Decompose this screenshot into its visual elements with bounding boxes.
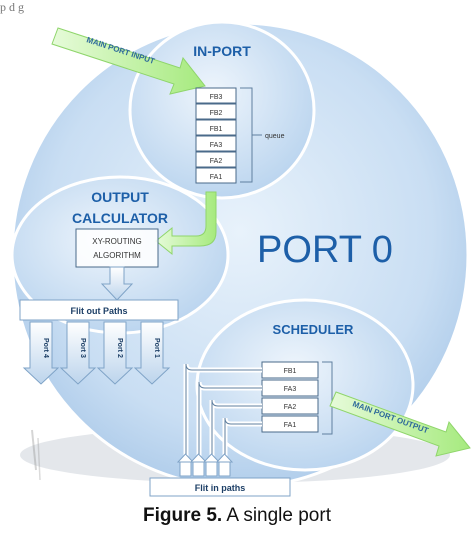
flit-out-port-arrow: Port 1 (133, 321, 171, 385)
flit-out-port-arrow: Port 4 (22, 321, 60, 385)
queue-cell (195, 151, 237, 168)
scheduler-path-line (198, 381, 262, 462)
flit-in-port-arrow (189, 453, 208, 477)
output-calculator-title-1: OUTPUT (91, 189, 149, 205)
flit-out-port-label: Port 1 (153, 338, 160, 358)
queue-cell-label: FB1 (210, 126, 223, 133)
flit-out-port-arrow: Port 2 (96, 321, 134, 385)
queue-cell-label: FB2 (210, 110, 223, 117)
queue-label: queue (265, 133, 285, 140)
figure-caption-text: A single port (222, 505, 331, 526)
scheduler-cell-label: FA1 (284, 422, 297, 429)
queue-cell (195, 119, 237, 136)
flit-in-port-arrow (202, 453, 221, 477)
figure-caption: Figure 5. A single port (0, 505, 474, 527)
routing-algorithm-line1: XY-ROUTING (92, 237, 142, 246)
flit-in-port-arrows (176, 453, 234, 477)
scheduler-bracket (322, 361, 333, 435)
queue-cell (195, 87, 237, 104)
scheduler-path-line (185, 363, 262, 462)
queue-cell-label: FA2 (210, 158, 223, 165)
queue-cell-label: FA3 (210, 142, 223, 149)
flit-in-paths-bar (149, 477, 291, 497)
cropped-header-text: p d g (0, 0, 24, 14)
port-label: PORT 0 (257, 229, 393, 271)
flit-in-port-arrow (176, 453, 195, 477)
left-side-smudge (31, 429, 41, 481)
queue-cell (195, 167, 237, 184)
queue-to-routing-arrow (155, 191, 217, 256)
flit-out-port-arrows: Port 4 Port 3 Port 2 Port 1 (22, 321, 171, 385)
routing-algorithm-line2: ALGORITHM (93, 251, 141, 260)
queue-cell (195, 135, 237, 152)
flit-in-paths-label: Flit in paths (195, 483, 246, 493)
flit-out-port-label: Port 2 (116, 338, 123, 358)
flit-out-port-label: Port 4 (42, 338, 49, 358)
scheduler-path-line (211, 399, 262, 462)
queue-cell (195, 103, 237, 120)
scheduler-path-line (224, 417, 262, 462)
figure-caption-prefix: Figure 5. (143, 505, 223, 526)
routing-to-flit-out-arrow (100, 266, 134, 301)
scheduler-cell-label: FB1 (284, 368, 297, 375)
flit-out-paths-label: Flit out Paths (71, 306, 128, 316)
in-port-title: IN-PORT (193, 43, 251, 59)
output-calculator-title-2: CALCULATOR (72, 210, 168, 226)
flit-out-port-arrow: Port 3 (59, 321, 97, 385)
scheduler-cell-label: FA2 (284, 404, 297, 411)
queue-cell-label: FA1 (210, 174, 223, 181)
flit-out-port-label: Port 3 (79, 338, 86, 358)
scheduler-title: SCHEDULER (273, 322, 355, 337)
queue-cell-label: FB3 (210, 94, 223, 101)
scheduler-cell-label: FA3 (284, 386, 297, 393)
flit-in-port-arrow (215, 453, 234, 477)
scheduler-path-lines (183, 363, 262, 462)
flit-out-paths-bar (19, 299, 179, 321)
routing-algorithm-box (75, 228, 159, 268)
